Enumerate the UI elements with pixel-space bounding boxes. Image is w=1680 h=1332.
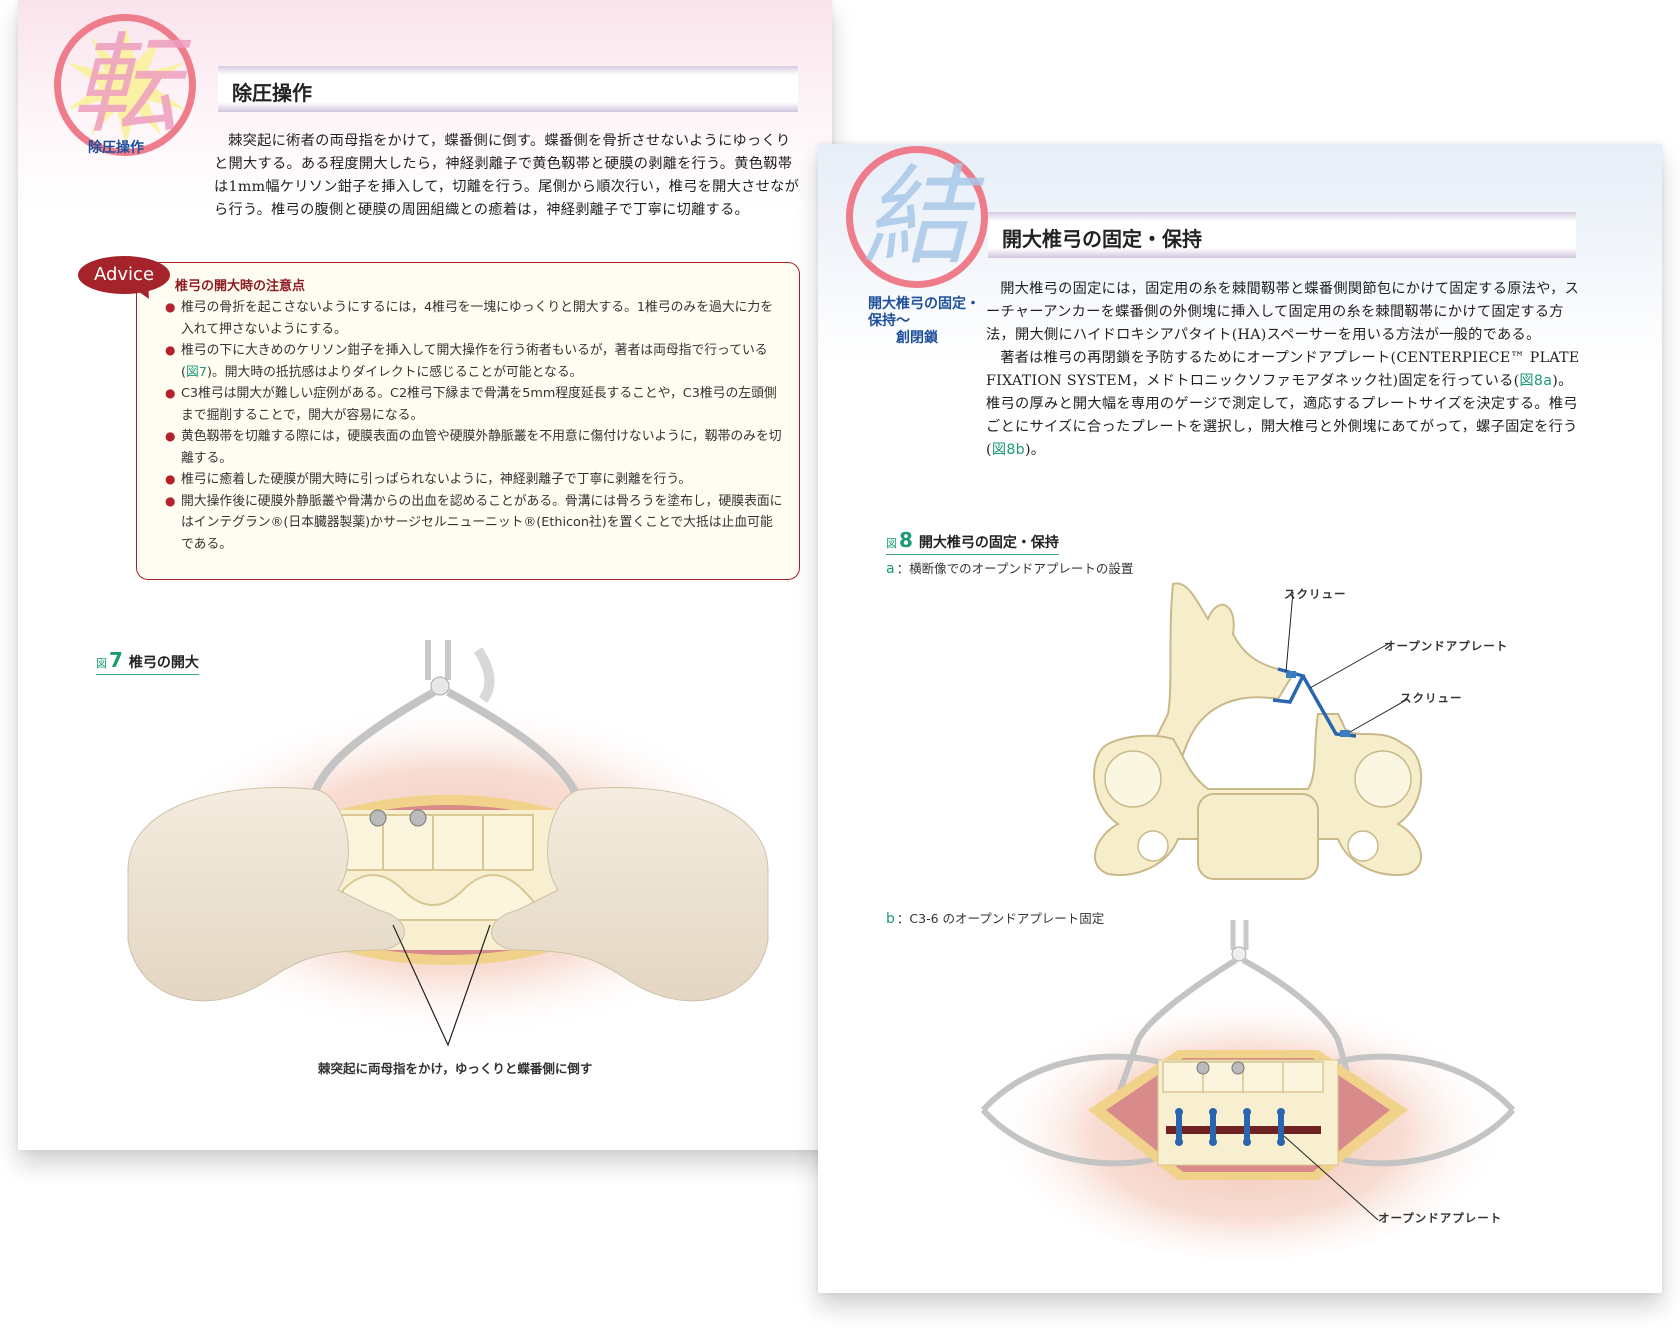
starburst-icon (67, 27, 185, 145)
advice-item: 開大操作後に硬膜外静脈叢や骨溝からの出血を認めることがある。骨溝には骨ろうを塗布… (165, 491, 785, 556)
paragraph-1: 開大椎弓の固定には，固定用の糸を棘間靱帯と蝶番側関節包にかけて固定する原法や，ス… (986, 281, 1580, 343)
laminoplasty-opening-illustration (127, 640, 778, 1047)
advice-speech-bubble: Advice (78, 256, 170, 294)
chapter-badge-ten: 転 (54, 14, 196, 156)
callout-open-door-plate: オープンドアプレート (1384, 639, 1509, 653)
side-section-label: 開大椎弓の固定・ 保持～ 創閉鎖 (868, 296, 980, 346)
advice-item: 椎弓の骨折を起こさないようにするには，4椎弓を一塊にゆっくりと開大する。1椎弓の… (165, 297, 785, 340)
figure-ref-link[interactable]: 図7 (186, 364, 207, 380)
figure-8a-subcaption: a：横断像でのオープンドアプレートの設置 (886, 561, 1134, 577)
section-heading-bar: 開大椎弓の固定・保持 (988, 212, 1576, 258)
advice-item: 椎弓に癒着した硬膜が開大時に引っぱられないように，神経剥離子で丁寧に剥離を行う。 (165, 469, 785, 491)
left-page: 転 除圧操作 除圧操作 棘突起に術者の両母指をかけて，蝶番側に倒す。蝶番側を骨折… (18, 0, 832, 1150)
advice-box: 椎弓の開大時の注意点 椎弓の骨折を起こさないようにするには，4椎弓を一塊にゆっく… (136, 262, 800, 580)
callout-screw-upper: スクリュー (1284, 587, 1347, 601)
vertebra-cross-section-illustration (1093, 582, 1423, 880)
figure-8a-ref-link[interactable]: 図8a (1519, 373, 1553, 389)
badge-kanji: 転 (70, 23, 179, 148)
callout-screw-lower: スクリュー (1400, 691, 1463, 705)
paragraph-2: 著者は椎弓の再閉鎖を予防するためにオープンドアプレート(CENTERPIECE™… (986, 350, 1580, 458)
section-heading: 除圧操作 (232, 81, 312, 105)
advice-title: 椎弓の開大時の注意点 (175, 279, 306, 294)
advice-item: C3椎弓は開大が難しい症例がある。C2椎弓下縁まで骨溝を5mm程度延長することや… (165, 383, 785, 426)
chapter-badge-ketsu: 結 (846, 146, 988, 288)
section-heading: 開大椎弓の固定・保持 (1002, 227, 1202, 251)
figure-8b-ref-link[interactable]: 図8b (991, 442, 1025, 458)
advice-item: 椎弓の下に大きめのケリソン鉗子を挿入して開大操作を行う術者もいるが，著者は両母指… (165, 340, 785, 383)
callout-open-door-plate-b: オープンドアプレート (1378, 1211, 1503, 1225)
side-section-label: 除圧操作 (88, 140, 144, 156)
right-page: 結 開大椎弓の固定・ 保持～ 創閉鎖 開大椎弓の固定・保持 開大椎弓の固定には，… (818, 144, 1662, 1293)
body-text: 開大椎弓の固定には，固定用の糸を棘間靱帯と蝶番側関節包にかけて固定する原法や，ス… (986, 278, 1586, 462)
badge-kanji: 結 (862, 155, 971, 280)
advice-list: 椎弓の骨折を起こさないようにするには，4椎弓を一塊にゆっくりと開大する。1椎弓の… (165, 297, 785, 555)
figure-8b-subcaption: b：C3-6 のオープンドアプレート固定 (886, 911, 1105, 927)
body-paragraph: 棘突起に術者の両母指をかけて，蝶番側に倒す。蝶番側を骨折させないようにゆっくりと… (214, 133, 800, 218)
advice-item: 黄色靱帯を切離する際には，硬膜表面の血管や硬膜外静脈叢を不用意に傷付けないように… (165, 426, 785, 469)
open-door-plate-fixation-illustration (980, 920, 1516, 1260)
figure-7-callout: 棘突起に両母指をかけ，ゆっくりと蝶番側に倒す (318, 1061, 593, 1076)
section-heading-bar: 除圧操作 (218, 66, 798, 112)
